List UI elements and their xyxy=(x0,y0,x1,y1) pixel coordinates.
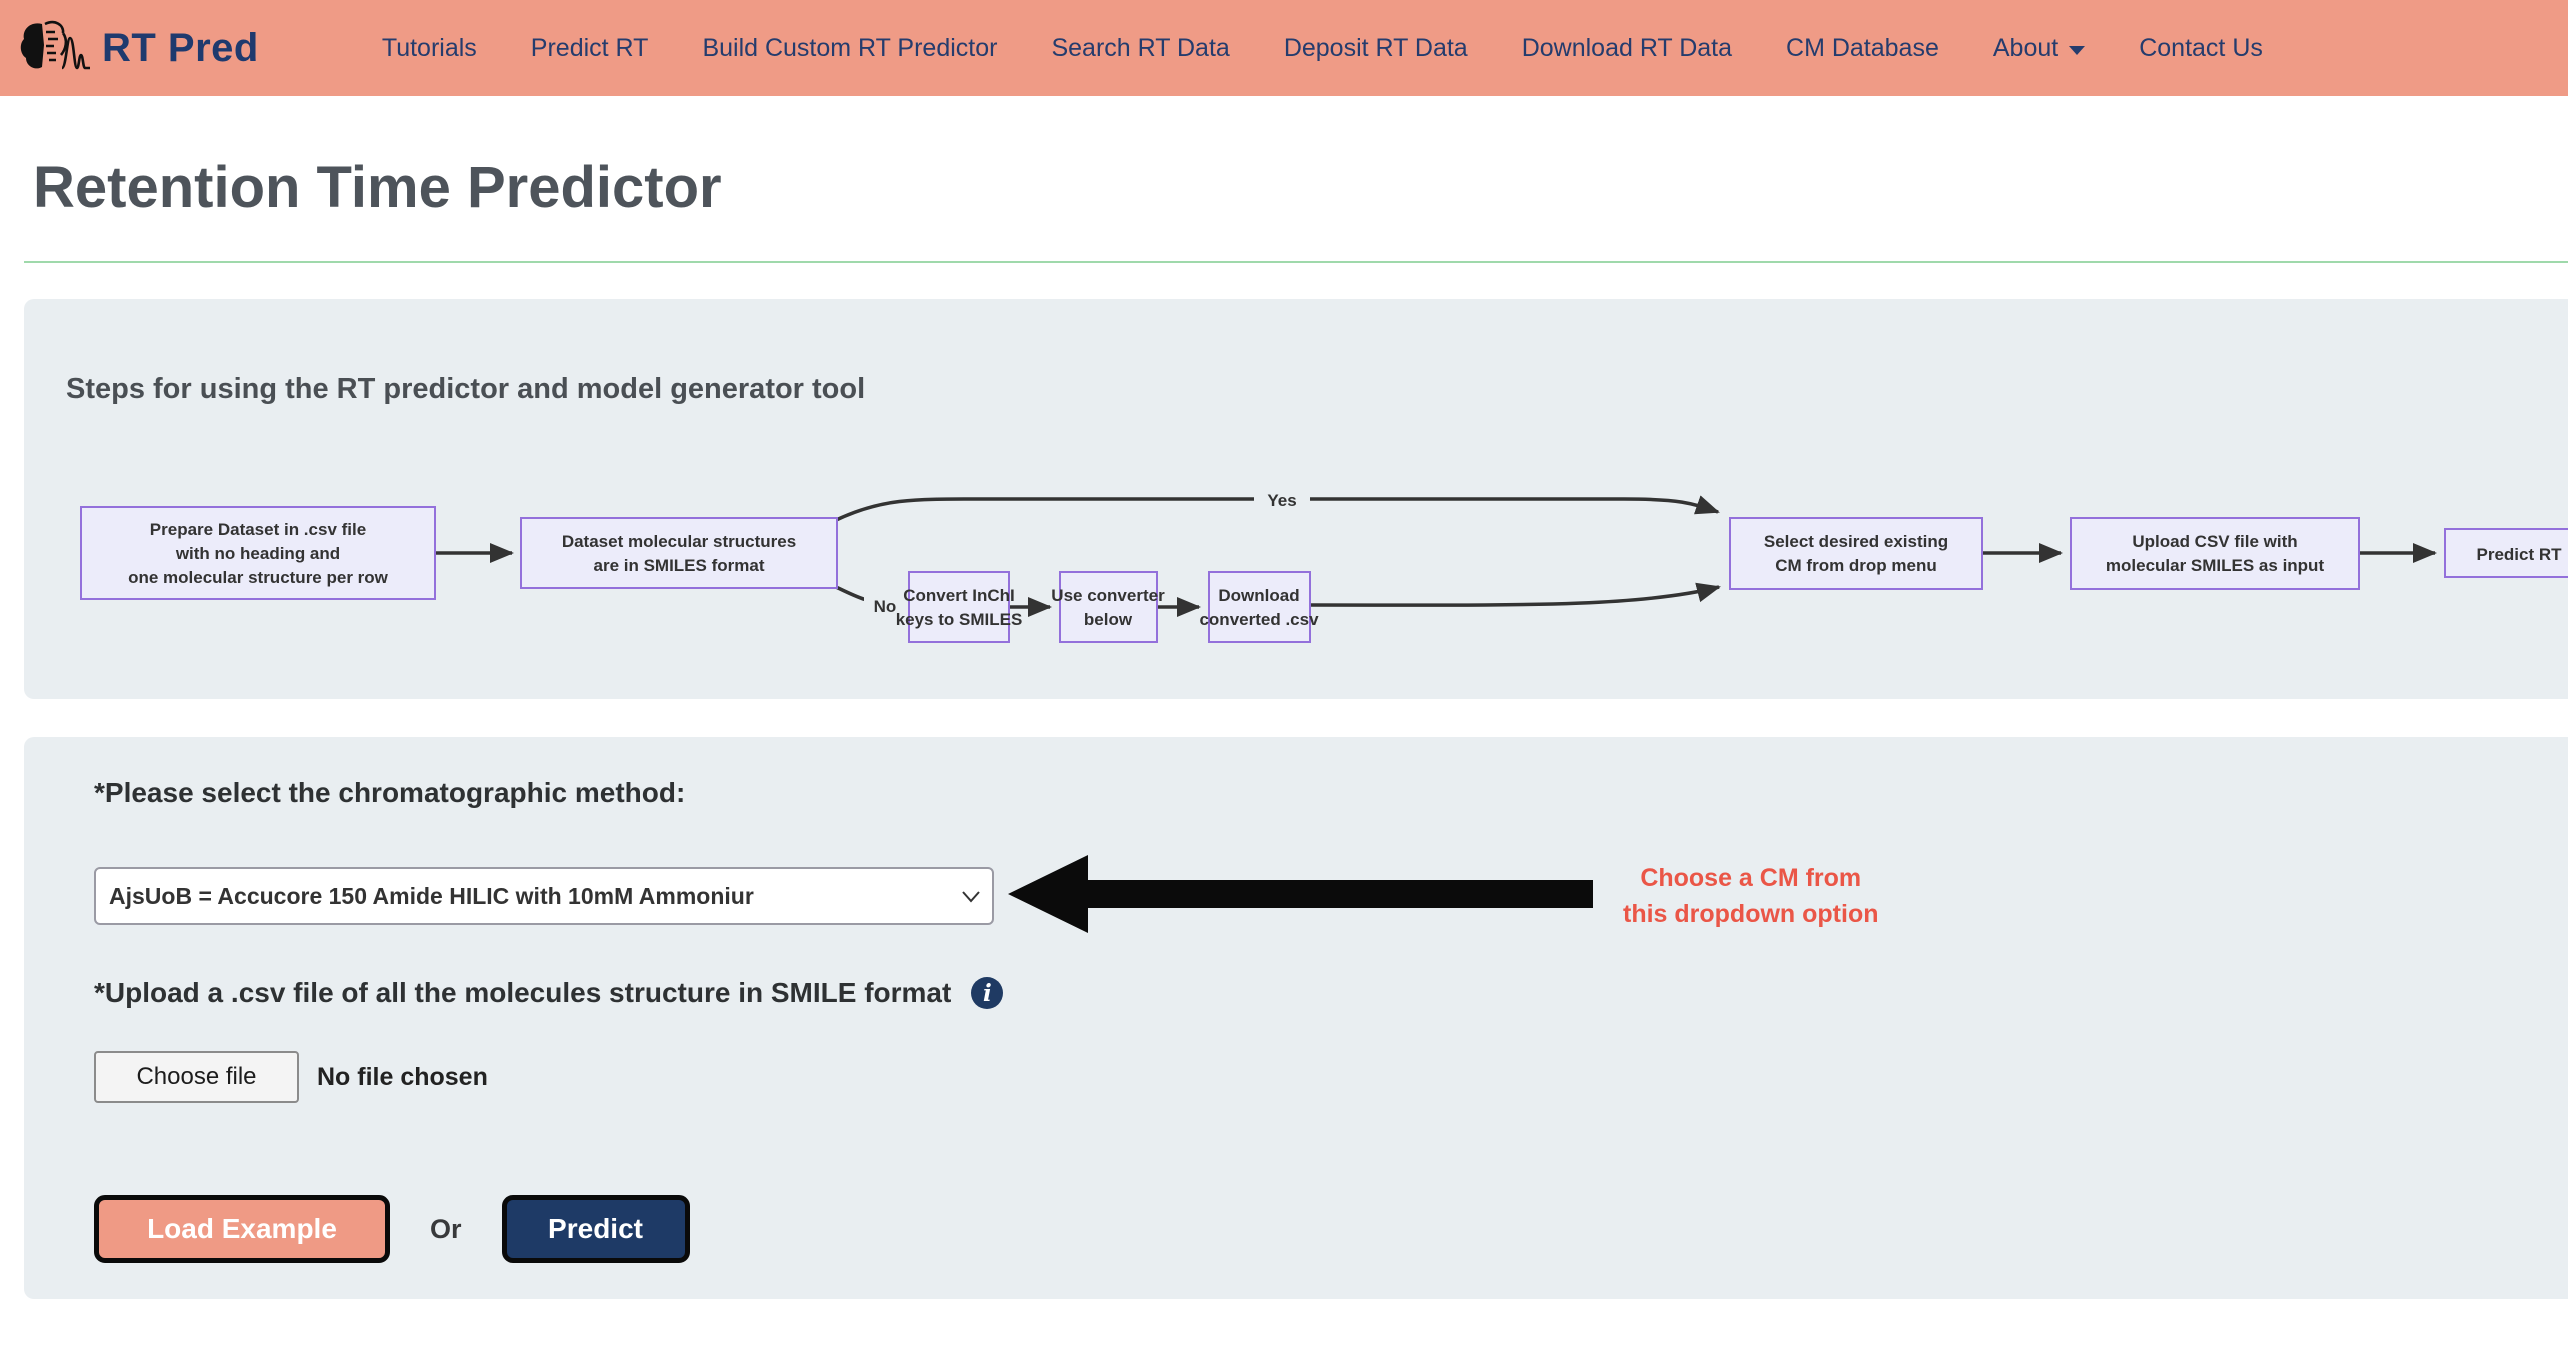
upload-file-label: *Upload a .csv file of all the molecules… xyxy=(94,977,952,1008)
or-separator: Or xyxy=(430,1213,462,1244)
predictor-form-panel: *Please select the chromatographic metho… xyxy=(24,737,2568,1299)
load-example-button[interactable]: Load Example xyxy=(94,1195,390,1263)
flow-node-smiles-check: Dataset molecular structures are in SMIL… xyxy=(520,517,838,589)
info-icon[interactable]: i xyxy=(971,977,1004,1009)
nav-item-tutorials[interactable]: Tutorials xyxy=(381,33,477,62)
action-buttons-row: Load Example Or Predict xyxy=(94,1195,2568,1263)
chromatographic-method-select[interactable]: AjsUoB = Accucore 150 Amide HILIC with 1… xyxy=(94,867,994,925)
nav-item-deposit-rt-data[interactable]: Deposit RT Data xyxy=(1283,33,1468,62)
edge-label-bg xyxy=(1254,485,1310,513)
method-select-row: AjsUoB = Accucore 150 Amide HILIC with 1… xyxy=(94,853,2568,940)
nav-item-predict-rt[interactable]: Predict RT xyxy=(530,33,649,62)
edge-label-bg xyxy=(864,591,906,619)
upload-label-row: *Upload a .csv file of all the molecules… xyxy=(94,977,2568,1009)
top-navbar: RT Pred Tutorials Predict RT Build Custo… xyxy=(0,0,2568,96)
svg-text:keys to SMILES: keys to SMILES xyxy=(896,610,1023,629)
nav-item-about-dropdown[interactable]: About xyxy=(1966,34,2112,63)
svg-text:Use converter: Use converter xyxy=(1051,586,1165,605)
edge-label-no: No xyxy=(874,597,897,616)
svg-text:Predict RT: Predict RT xyxy=(2476,545,2562,564)
nav-links: Tutorials Predict RT Build Custom RT Pre… xyxy=(355,34,2290,63)
edge-label-yes: Yes xyxy=(1267,491,1296,510)
workflow-diagram: Yes No Prepare Dataset in .csv file with… xyxy=(80,485,2568,643)
pointer-arrow-icon xyxy=(1008,853,1593,940)
svg-text:Convert InChI: Convert InChI xyxy=(903,586,1014,605)
svg-text:Select desired existing: Select desired existing xyxy=(1764,532,1948,551)
svg-text:below: below xyxy=(1084,610,1133,629)
svg-text:Download: Download xyxy=(1218,586,1299,605)
nav-item-search-rt-data[interactable]: Search RT Data xyxy=(1051,33,1230,62)
brand-name: RT Pred xyxy=(102,25,259,70)
steps-heading: Steps for using the RT predictor and mod… xyxy=(66,373,866,405)
file-input-row: Choose file No file chosen xyxy=(94,1051,2568,1103)
flow-node-predict-rt: Predict RT xyxy=(2444,528,2568,578)
choose-file-button[interactable]: Choose file xyxy=(94,1051,299,1103)
chevron-down-icon xyxy=(2069,45,2086,55)
title-divider xyxy=(24,261,2568,263)
svg-text:with no heading and: with no heading and xyxy=(175,544,340,563)
flow-node-upload-csv: Upload CSV file with molecular SMILES as… xyxy=(2070,517,2360,590)
brand-link[interactable]: RT Pred xyxy=(16,15,259,82)
flow-node-convert-inchi: Convert InChI keys to SMILES xyxy=(896,571,1023,643)
nav-item-contact-us[interactable]: Contact Us xyxy=(2139,33,2263,62)
svg-text:Prepare Dataset in .csv file: Prepare Dataset in .csv file xyxy=(150,520,366,539)
page-title: Retention Time Predictor xyxy=(33,155,722,220)
svg-text:are in SMILES format: are in SMILES format xyxy=(594,556,765,575)
svg-text:one molecular structure per ro: one molecular structure per row xyxy=(128,568,389,587)
svg-text:Upload CSV file with: Upload CSV file with xyxy=(2132,532,2297,551)
flow-node-download-csv: Download converted .csv xyxy=(1199,571,1319,643)
nav-item-download-rt-data[interactable]: Download RT Data xyxy=(1521,33,1733,62)
flow-node-prepare-dataset: Prepare Dataset in .csv file with no hea… xyxy=(80,506,436,600)
nav-item-build-custom-rt-predictor[interactable]: Build Custom RT Predictor xyxy=(702,33,998,62)
svg-text:CM from drop menu: CM from drop menu xyxy=(1775,556,1937,575)
nav-item-cm-database[interactable]: CM Database xyxy=(1786,33,1939,62)
svg-text:Dataset molecular structures: Dataset molecular structures xyxy=(562,532,796,551)
method-select-label: *Please select the chromatographic metho… xyxy=(94,777,686,808)
dropdown-annotation: Choose a CM from this dropdown option xyxy=(1623,864,1879,928)
predict-button[interactable]: Predict xyxy=(501,1195,690,1263)
file-chosen-status: No file chosen xyxy=(317,1062,488,1091)
brain-chromatogram-logo-icon xyxy=(16,15,92,82)
svg-text:molecular SMILES as input: molecular SMILES as input xyxy=(2106,556,2325,575)
flow-node-select-cm: Select desired existing CM from drop men… xyxy=(1729,517,1983,590)
steps-panel: Steps for using the RT predictor and mod… xyxy=(24,299,2568,699)
flow-node-use-converter: Use converter below xyxy=(1051,571,1165,643)
svg-text:converted .csv: converted .csv xyxy=(1199,610,1319,629)
